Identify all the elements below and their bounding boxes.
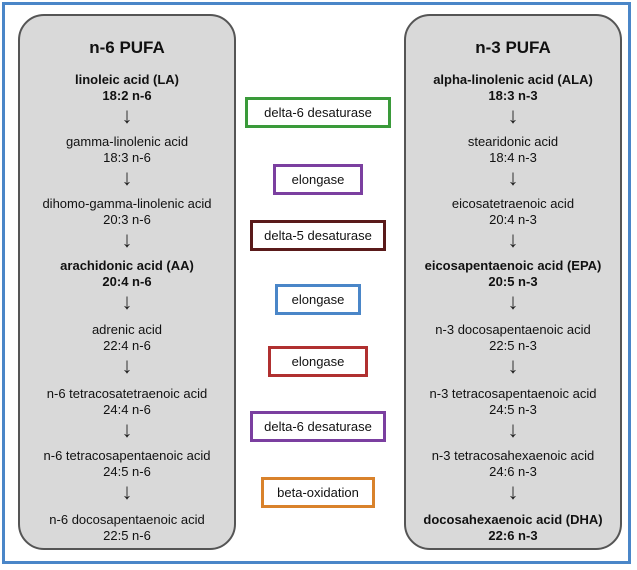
n3-fatty-acid-name: alpha-linolenic acid (ALA) xyxy=(433,72,593,87)
n6-fatty-acid-formula: 18:3 n-6 xyxy=(103,150,151,165)
down-arrow-icon: ↓ xyxy=(121,227,133,252)
n3-fatty-acid-formula: 24:6 n-3 xyxy=(489,464,537,479)
n3-fatty-acid-formula: 22:5 n-3 xyxy=(489,338,537,353)
down-arrow-icon: ↓ xyxy=(121,417,133,442)
n6-fatty-acid-formula: 20:3 n-6 xyxy=(103,212,151,227)
enzyme-step-box: elongase xyxy=(275,284,361,315)
down-arrow-icon: ↓ xyxy=(121,353,133,378)
n3-fatty-acid-name: eicosapentaenoic acid (EPA) xyxy=(424,258,602,273)
n6-fatty-acid-formula: 22:4 n-6 xyxy=(103,338,151,353)
n3-fatty-acid-entry: docosahexaenoic acid (DHA)22:6 n-3 xyxy=(406,512,620,544)
n6-fatty-acid-formula: 24:4 n-6 xyxy=(103,402,151,417)
n6-fatty-acid-formula: 18:2 n-6 xyxy=(102,88,152,103)
n6-fatty-acid-formula: 24:5 n-6 xyxy=(103,464,151,479)
n3-fatty-acid-entry: eicosapentaenoic acid (EPA)20:5 n-3 xyxy=(406,258,620,290)
down-arrow-icon: ↓ xyxy=(121,165,133,190)
enzyme-step-box: delta-6 desaturase xyxy=(250,411,386,442)
enzyme-step-box: elongase xyxy=(268,346,368,377)
down-arrow-icon: ↓ xyxy=(121,103,133,128)
down-arrow-icon: ↓ xyxy=(507,353,519,378)
n3-pufa-panel: n-3 PUFA alpha-linolenic acid (ALA)18:3 … xyxy=(404,14,622,550)
down-arrow-icon: ↓ xyxy=(121,479,133,504)
n6-fatty-acid-formula: 20:4 n-6 xyxy=(102,274,152,289)
n3-fatty-acid-name: eicosatetraenoic acid xyxy=(451,196,575,211)
down-arrow-icon: ↓ xyxy=(507,165,519,190)
down-arrow-icon: ↓ xyxy=(121,289,133,314)
n6-fatty-acid-name: dihomo-gamma-linolenic acid xyxy=(42,196,212,211)
n3-fatty-acid-name: n-3 tetracosapentaenoic acid xyxy=(429,386,597,401)
down-arrow-icon: ↓ xyxy=(507,289,519,314)
n3-fatty-acid-formula: 20:5 n-3 xyxy=(488,274,538,289)
n3-fatty-acid-formula: 22:6 n-3 xyxy=(488,528,538,543)
n6-fatty-acid-name: n-6 tetracosatetraenoic acid xyxy=(46,386,208,401)
n6-pufa-panel: n-6 PUFA linoleic acid (LA)18:2 n-6↓gamm… xyxy=(18,14,236,550)
down-arrow-icon: ↓ xyxy=(507,103,519,128)
enzyme-step-box: delta-5 desaturase xyxy=(250,220,386,251)
n3-fatty-acid-formula: 24:5 n-3 xyxy=(489,402,537,417)
n6-fatty-acid-entry: linoleic acid (LA)18:2 n-6 xyxy=(20,72,234,104)
n3-fatty-acid-formula: 18:4 n-3 xyxy=(489,150,537,165)
n6-fatty-acid-name: adrenic acid xyxy=(91,322,163,337)
n3-fatty-acid-entry: alpha-linolenic acid (ALA)18:3 n-3 xyxy=(406,72,620,104)
n3-fatty-acid-formula: 18:3 n-3 xyxy=(488,88,538,103)
figure-frame xyxy=(2,2,631,564)
down-arrow-icon: ↓ xyxy=(507,479,519,504)
n3-fatty-acid-name: n-3 tetracosahexaenoic acid xyxy=(431,448,595,463)
n6-fatty-acid-name: linoleic acid (LA) xyxy=(74,72,179,87)
n3-fatty-acid-name: stearidonic acid xyxy=(467,134,559,149)
n3-panel-title: n-3 PUFA xyxy=(475,38,551,57)
n3-fatty-acid-name: n-3 docosapentaenoic acid xyxy=(435,322,591,337)
n6-fatty-acid-name: gamma-linolenic acid xyxy=(65,134,189,149)
down-arrow-icon: ↓ xyxy=(507,417,519,442)
enzyme-step-box: beta-oxidation xyxy=(261,477,375,508)
enzyme-step-box: delta-6 desaturase xyxy=(245,97,391,128)
n3-fatty-acid-name: docosahexaenoic acid (DHA) xyxy=(423,512,603,527)
n6-panel-title: n-6 PUFA xyxy=(89,38,165,57)
enzyme-step-box: elongase xyxy=(273,164,363,195)
n3-fatty-acid-formula: 20:4 n-3 xyxy=(489,212,537,227)
n6-fatty-acid-name: arachidonic acid (AA) xyxy=(60,258,194,273)
n6-fatty-acid-name: n-6 docosapentaenoic acid xyxy=(49,512,205,527)
down-arrow-icon: ↓ xyxy=(507,227,519,252)
n6-fatty-acid-entry: arachidonic acid (AA)20:4 n-6 xyxy=(20,258,234,290)
n6-fatty-acid-name: n-6 tetracosapentaenoic acid xyxy=(43,448,211,463)
n6-fatty-acid-formula: 22:5 n-6 xyxy=(103,528,151,543)
